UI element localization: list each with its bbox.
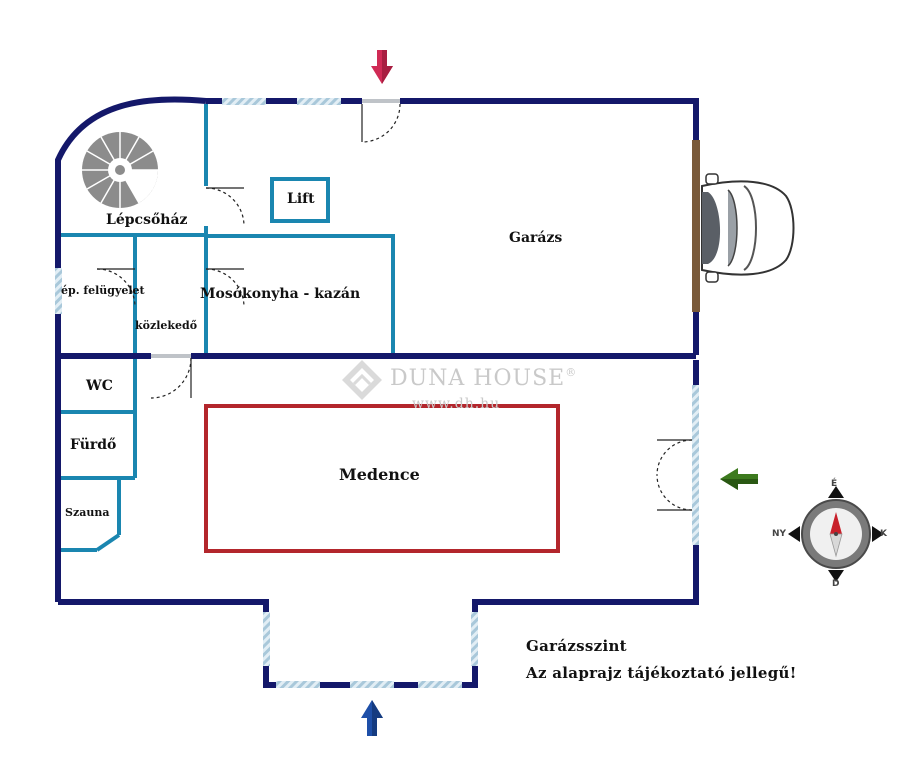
garage-door xyxy=(692,140,700,312)
watermark-url: www.dh.hu xyxy=(412,396,501,412)
room-label-garazs: Garázs xyxy=(509,230,563,246)
doors xyxy=(96,103,693,511)
compass-east-label: K xyxy=(880,529,887,539)
compass-icon xyxy=(788,486,884,582)
compass-north-label: É xyxy=(831,479,838,489)
room-label-ep-felugyelet: ép. felügyelet xyxy=(61,284,145,297)
spiral-staircase-icon xyxy=(82,132,159,208)
entrance-arrow-bottom xyxy=(361,700,383,736)
watermark-brand: DUNA HOUSE® xyxy=(390,366,578,391)
entrance-arrow-right xyxy=(720,468,758,490)
duna-house-logo-icon xyxy=(342,360,382,400)
pool-outline xyxy=(204,404,560,553)
room-label-furdo: Fürdő xyxy=(70,437,117,453)
disclaimer-note: Az alaprajz tájékoztató jellegű! xyxy=(526,664,797,682)
room-label-lift: Lift xyxy=(287,191,315,207)
room-label-kozlekedo: közlekedő xyxy=(135,319,198,332)
room-label-medence: Medence xyxy=(339,465,420,484)
car-icon xyxy=(701,173,795,283)
room-label-szauna: Szauna xyxy=(65,506,110,519)
entrance-arrow-top xyxy=(371,50,393,84)
compass-south-label: D xyxy=(832,579,840,589)
room-label-wc: WC xyxy=(86,378,113,394)
windows xyxy=(55,98,699,688)
level-name: Garázsszint xyxy=(526,637,627,655)
room-label-mosokonyha: Mosókonyha - kazán xyxy=(200,286,361,302)
room-label-lepcsohaz: Lépcsőház xyxy=(106,212,188,228)
compass-west-label: NY xyxy=(772,529,787,539)
